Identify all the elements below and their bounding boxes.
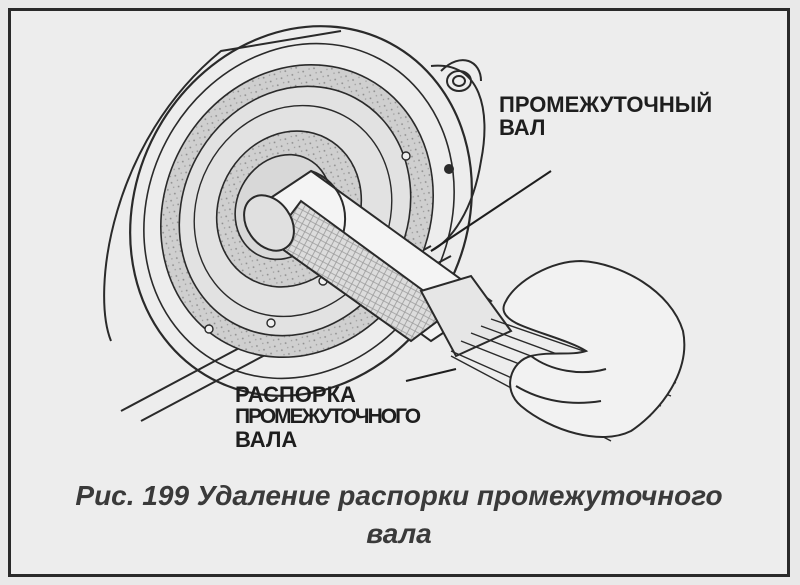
shaft-spacer-label-line-1: РАСПОРКА (235, 382, 356, 407)
intermediate-shaft-label: ПРОМЕЖУТОЧНЫЙ ВАЛ (499, 93, 712, 139)
figure-caption-line-2: вала (366, 517, 432, 549)
leader-lines (405, 170, 552, 382)
transmission-shaft-illustration (103, 25, 686, 442)
shaft-spacer-label-line-2: ПРОМЕЖУТОЧНОГО (235, 405, 421, 429)
figure-frame: ПРОМЕЖУТОЧНЫЙ ВАЛ РАСПОРКА ПРОМЕЖУТОЧНОГ… (8, 8, 790, 577)
shaft-spacer (419, 274, 513, 358)
shaft-spacer-label-line-3: ВАЛА (235, 427, 298, 453)
hand (502, 259, 686, 438)
intermediate-shaft-label-line-1: ПРОМЕЖУТОЧНЫЙ (499, 92, 713, 117)
intermediate-shaft-label-line-2: ВАЛ (499, 115, 546, 141)
figure-caption: Рис. 199 Удаление распорки промежуточног… (11, 477, 787, 553)
shaft-spacer-label: РАСПОРКА ПРОМЕЖУТОЧНОГО ВАЛА (235, 382, 421, 453)
figure-caption-line-1: Рис. 199 Удаление распорки промежуточног… (75, 480, 723, 511)
